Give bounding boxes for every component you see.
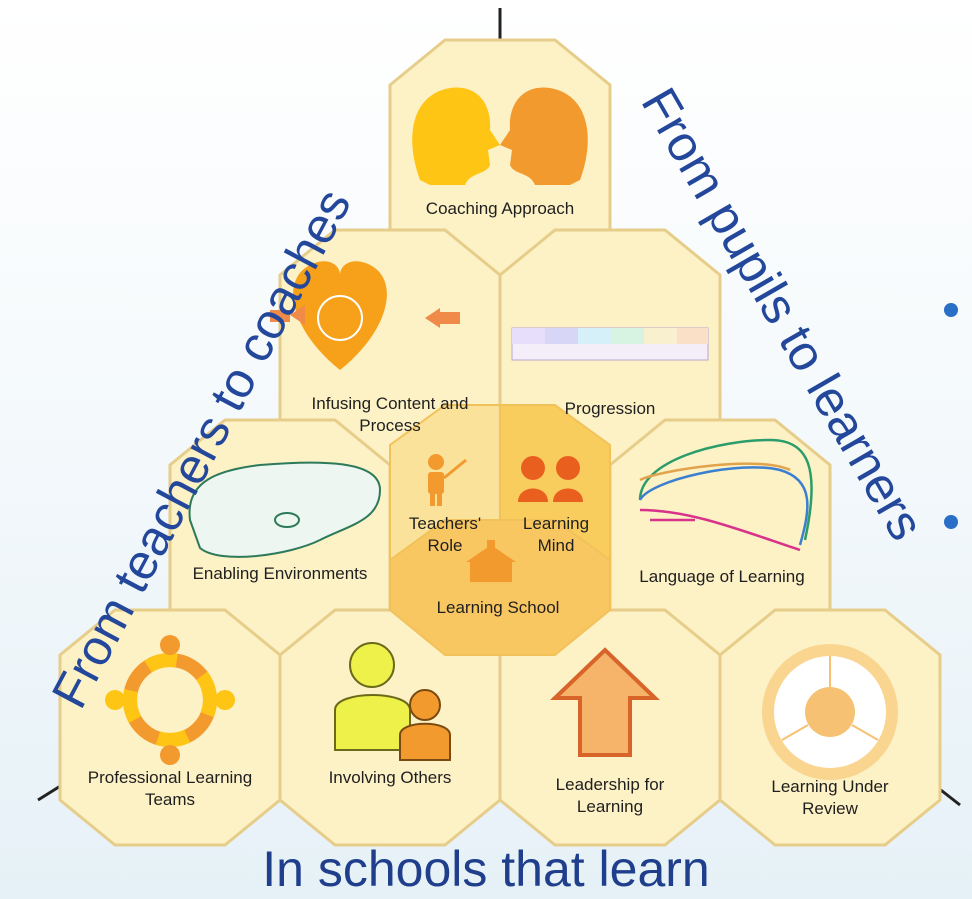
house-arrow-icon [550,647,660,757]
label-teachers-role: Teachers' Role [408,514,482,555]
label-plt: Professional Learning Teams [87,768,253,809]
people-icon [334,642,451,761]
heart-icon [270,261,460,370]
heads-icon [412,87,588,185]
label-learning-mind: Learning Mind [522,514,590,555]
label-coaching-approach: Coaching Approach [425,199,575,218]
bullet-dot [944,303,958,317]
map-icon [188,461,382,558]
hex-learning-school [389,519,611,656]
bottom-title: In schools that learn [262,841,710,897]
children-icon [518,456,583,502]
teacher-icon [428,454,467,506]
school-icon [466,540,516,582]
label-enabling: Enabling Environments [192,564,368,583]
curves-icon [638,438,813,552]
label-review: Learning Under Review [771,777,889,818]
label-infusing: Infusing Content and Process [311,394,469,435]
label-progression: Progression [564,399,656,418]
bullet-dot [944,515,958,529]
label-involving: Involving Others [328,768,452,787]
label-leadership: Leadership for Learning [555,775,665,816]
label-language: Language of Learning [639,567,805,586]
ring-of-people-icon [105,635,235,765]
review-wheel-icon [762,644,898,780]
label-learning-school: Learning School [436,598,560,617]
progression-table-icon [511,327,709,361]
